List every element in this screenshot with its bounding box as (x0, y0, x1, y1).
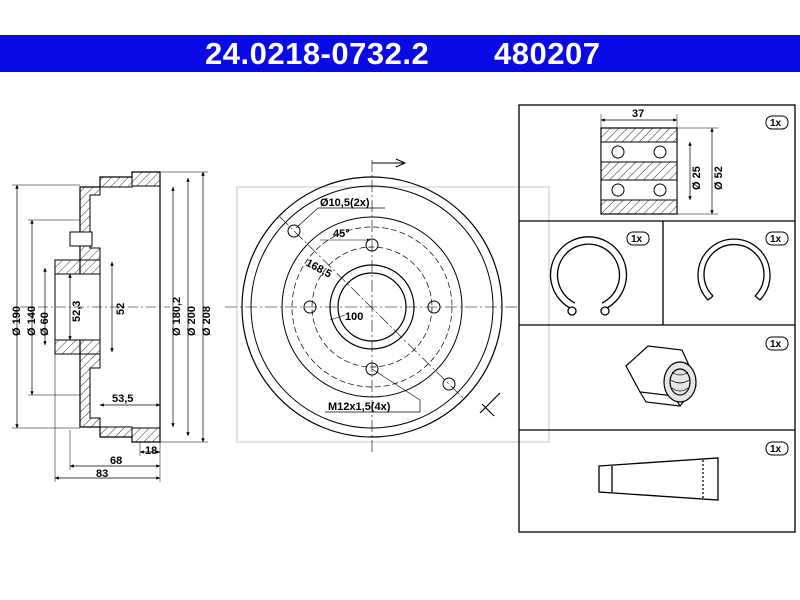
dim-d200: Ø 200 (186, 306, 198, 336)
dim-83: 83 (96, 468, 108, 480)
dim-hub-bore: 52 (115, 303, 127, 315)
circlip-external (697, 238, 771, 301)
drum-rim-hatch-bottom (131, 427, 161, 443)
reference-number: 480207 (494, 36, 601, 71)
drum-flange-hatch-bottom (99, 426, 133, 438)
drum-flange-hatch-top (99, 176, 133, 188)
thread-label: M12x1,5(4x) (328, 401, 391, 413)
bearing-width: 37 (632, 108, 644, 120)
qty-grease: 1x (770, 444, 782, 455)
bolt-hole (287, 224, 301, 238)
part-number: 24.0218-0732.2 (205, 36, 430, 71)
drum-wall-hatch-lower (79, 353, 101, 428)
circlip-internal (549, 236, 628, 316)
drum-wall-hatch (79, 186, 101, 261)
bearing-d-inner: Ø 25 (691, 166, 703, 190)
qty-nut: 1x (770, 339, 782, 350)
qty-circlip-internal: 1x (631, 234, 643, 245)
pcd-label: 168,5 (304, 257, 334, 281)
front-view (225, 158, 550, 455)
hex-nut (625, 345, 697, 407)
section-labels: Ø 190 Ø 140 Ø 60 52,3 52 Ø 180,2 Ø 200 Ø… (11, 297, 213, 480)
dim-depth-inner: 53,5 (112, 393, 133, 405)
holes-label: Ø10,5(2x) (320, 197, 370, 209)
accessories-panel (518, 104, 796, 533)
bolt-hole (442, 377, 456, 391)
angle-label: 45° (333, 228, 350, 240)
grease-wedge (598, 457, 719, 501)
title-bar: 24.0218-0732.2 480207 (0, 35, 800, 72)
center-label: 100 (345, 311, 363, 323)
qty-circlip-external: 1x (770, 234, 782, 245)
drum-rim-hatch-top (131, 171, 161, 187)
front-labels: Ø10,5(2x) 45° 168,5 100 M12x1,5(4x) (304, 197, 391, 413)
dim-flange: 18 (145, 445, 157, 457)
bearing-d-outer: Ø 52 (713, 166, 725, 190)
section-view (12, 171, 208, 482)
dim-68: 68 (110, 455, 122, 467)
dim-d140: Ø 140 (26, 306, 38, 336)
dim-d208: Ø 208 (201, 306, 213, 336)
wheel-bearing (600, 114, 718, 215)
dim-d190: Ø 190 (11, 306, 23, 336)
dim-hub-inner: 52,3 (71, 301, 83, 322)
dim-d180: Ø 180,2 (171, 297, 183, 336)
qty-bearing: 1x (770, 118, 782, 129)
qty-badges: 1x 1x 1x 1x 1x (626, 115, 789, 456)
dim-d60: Ø 60 (39, 312, 51, 336)
stud (69, 231, 93, 247)
